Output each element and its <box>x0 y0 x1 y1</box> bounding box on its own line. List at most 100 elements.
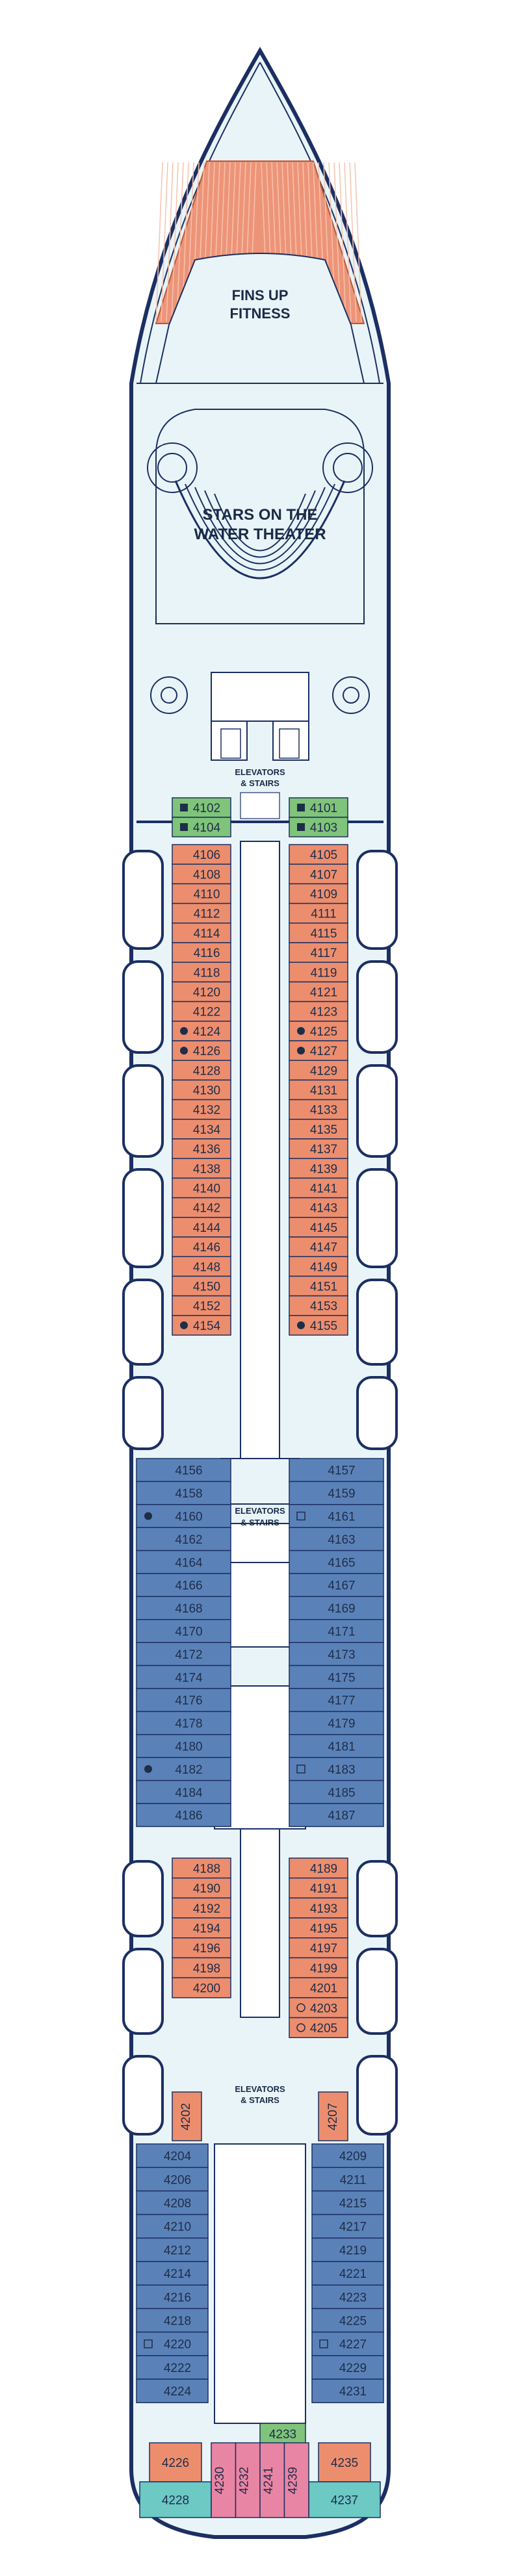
cabin-4150[interactable] <box>172 1275 231 1297</box>
cabin-4221[interactable] <box>311 2261 384 2286</box>
cabin-4200[interactable] <box>172 1977 231 1998</box>
cabin-4116[interactable] <box>172 942 231 963</box>
cabin-4231[interactable] <box>311 2378 384 2403</box>
cabin-4171[interactable] <box>289 1619 384 1643</box>
cabin-4146[interactable] <box>172 1236 231 1257</box>
cabin-4232[interactable] <box>235 2442 261 2518</box>
cabin-4203[interactable] <box>289 1997 348 2019</box>
cabin-4214[interactable] <box>136 2261 209 2286</box>
cabin-4219[interactable] <box>311 2238 384 2262</box>
cabin-4130[interactable] <box>172 1079 231 1101</box>
cabin-4216[interactable] <box>136 2284 209 2310</box>
cabin-4228[interactable] <box>139 2481 212 2518</box>
cabin-4168[interactable] <box>136 1596 231 1620</box>
cabin-4169[interactable] <box>289 1596 384 1620</box>
cabin-4207[interactable] <box>318 2091 348 2141</box>
cabin-4118[interactable] <box>172 962 231 983</box>
cabin-4202[interactable] <box>172 2091 202 2141</box>
cabin-4117[interactable] <box>289 942 348 963</box>
cabin-number: 4133 <box>310 1104 337 1117</box>
cabin-4177[interactable] <box>289 1688 384 1713</box>
cabin-number: 4173 <box>328 1648 355 1662</box>
cabin-4230[interactable] <box>211 2442 237 2518</box>
cabin-4183[interactable] <box>289 1757 384 1781</box>
cabin-4189[interactable] <box>289 1857 348 1879</box>
cabin-4109[interactable] <box>289 883 348 904</box>
cabin-4170[interactable] <box>136 1619 231 1643</box>
cabin-4133[interactable] <box>289 1099 348 1120</box>
cabin-4209[interactable] <box>311 2143 384 2168</box>
fitness-label-2: FITNESS <box>230 305 291 322</box>
cabin-4198[interactable] <box>172 1957 231 1978</box>
cabin-4191[interactable] <box>289 1877 348 1899</box>
cabin-4205[interactable] <box>289 2017 348 2039</box>
cabin-4179[interactable] <box>289 1711 384 1735</box>
cabin-4226[interactable] <box>149 2442 202 2482</box>
cabin-4218[interactable] <box>136 2308 209 2333</box>
cabin-number: 4203 <box>310 2002 337 2015</box>
cabin-4167[interactable] <box>289 1573 384 1598</box>
cabin-4114[interactable] <box>172 923 231 943</box>
cabin-4131[interactable] <box>289 1079 348 1101</box>
cabin-4120[interactable] <box>172 981 231 1002</box>
cabin-4149[interactable] <box>289 1256 348 1277</box>
cabin-4224[interactable] <box>136 2378 209 2403</box>
cabin-4111[interactable] <box>289 902 348 924</box>
cabin-4110[interactable] <box>172 883 231 904</box>
cabin-4144[interactable] <box>172 1217 231 1238</box>
cabin-4208[interactable] <box>136 2190 209 2215</box>
cabin-4172[interactable] <box>136 1642 231 1666</box>
cabin-4137[interactable] <box>289 1138 348 1159</box>
cabin-4106[interactable] <box>172 844 231 865</box>
cabin-4204[interactable] <box>136 2143 209 2168</box>
cabin-4122[interactable] <box>172 1001 231 1022</box>
cabin-4153[interactable] <box>289 1295 348 1316</box>
cabin-number: 4223 <box>339 2291 367 2304</box>
cabin-4233[interactable] <box>259 2423 306 2445</box>
cabin-4229[interactable] <box>311 2355 384 2380</box>
cabin-number: 4230 <box>213 2467 227 2494</box>
cabin-4195[interactable] <box>289 1917 348 1939</box>
cabin-4129[interactable] <box>289 1060 348 1081</box>
cabin-4210[interactable] <box>136 2213 209 2239</box>
cabin-4186[interactable] <box>136 1803 231 1828</box>
cabin-4220[interactable] <box>136 2331 209 2356</box>
cabin-4194[interactable] <box>172 1917 231 1939</box>
cabin-4119[interactable] <box>289 962 348 983</box>
cabin-4160[interactable] <box>136 1504 231 1528</box>
cabin-4193[interactable] <box>289 1897 348 1919</box>
cabin-4241[interactable] <box>259 2442 285 2518</box>
cabin-4157[interactable] <box>289 1458 384 1483</box>
cabin-4197[interactable] <box>289 1937 348 1959</box>
cabin-4141[interactable] <box>289 1177 348 1199</box>
cabin-4115[interactable] <box>289 923 348 943</box>
cabin-4147[interactable] <box>289 1236 348 1257</box>
cabin-4225[interactable] <box>311 2308 384 2333</box>
cabin-number: 4205 <box>310 2022 337 2035</box>
cabin-4136[interactable] <box>172 1138 231 1159</box>
cabin-4128[interactable] <box>172 1060 231 1081</box>
cabin-4145[interactable] <box>289 1217 348 1238</box>
cabin-4166[interactable] <box>136 1573 231 1598</box>
cabin-4199[interactable] <box>289 1957 348 1978</box>
cabin-4182[interactable] <box>136 1757 231 1781</box>
cabin-4138[interactable] <box>172 1158 231 1179</box>
cabin-4217[interactable] <box>311 2213 384 2239</box>
cabin-4151[interactable] <box>289 1275 348 1297</box>
cabin-4107[interactable] <box>289 863 348 885</box>
cabin-4174[interactable] <box>136 1664 231 1689</box>
cabin-4139[interactable] <box>289 1158 348 1179</box>
cabin-4180[interactable] <box>136 1734 231 1758</box>
cabin-4237[interactable] <box>308 2481 381 2518</box>
cabin-4175[interactable] <box>289 1664 384 1689</box>
cabin-4121[interactable] <box>289 981 348 1002</box>
cabin-4173[interactable] <box>289 1642 384 1666</box>
cabin-4176[interactable] <box>136 1688 231 1713</box>
cabin-4239[interactable] <box>283 2442 309 2518</box>
cabin-4140[interactable] <box>172 1177 231 1199</box>
cabin-4187[interactable] <box>289 1803 384 1828</box>
cabin-4223[interactable] <box>311 2284 384 2310</box>
cabin-4134[interactable] <box>172 1119 231 1140</box>
cabin-4163[interactable] <box>289 1527 384 1551</box>
cabin-4165[interactable] <box>289 1549 384 1574</box>
